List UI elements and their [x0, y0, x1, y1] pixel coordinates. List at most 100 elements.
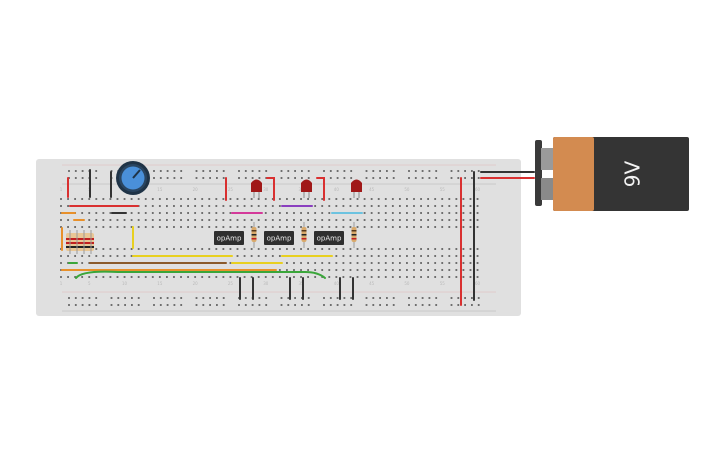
breadboard-hole[interactable]: [264, 219, 267, 221]
breadboard-hole[interactable]: [349, 248, 352, 250]
breadboard-hole[interactable]: [74, 297, 77, 299]
breadboard-hole[interactable]: [264, 226, 267, 228]
breadboard-hole[interactable]: [95, 276, 98, 278]
breadboard-hole[interactable]: [116, 226, 119, 228]
breadboard-hole[interactable]: [477, 177, 480, 179]
breadboard-hole[interactable]: [194, 212, 197, 214]
breadboard-hole[interactable]: [166, 276, 168, 278]
breadboard-hole[interactable]: [342, 205, 345, 207]
breadboard-hole[interactable]: [469, 212, 472, 214]
breadboard-hole[interactable]: [95, 304, 98, 306]
breadboard-hole[interactable]: [180, 205, 182, 207]
breadboard-hole[interactable]: [356, 262, 359, 264]
breadboard-hole[interactable]: [95, 170, 98, 172]
breadboard-hole[interactable]: [462, 248, 465, 250]
breadboard-hole[interactable]: [293, 226, 295, 228]
breadboard-hole[interactable]: [250, 248, 253, 250]
breadboard-hole[interactable]: [173, 205, 175, 207]
breadboard-hole[interactable]: [131, 297, 133, 299]
breadboard-hole[interactable]: [236, 248, 239, 250]
breadboard-hole[interactable]: [293, 212, 295, 214]
breadboard-hole[interactable]: [413, 198, 415, 200]
breadboard-hole[interactable]: [81, 255, 84, 257]
breadboard-hole[interactable]: [428, 297, 431, 299]
breadboard-hole[interactable]: [151, 205, 154, 207]
breadboard-hole[interactable]: [144, 226, 147, 228]
breadboard-hole[interactable]: [434, 212, 437, 214]
breadboard-hole[interactable]: [173, 226, 175, 228]
breadboard-hole[interactable]: [391, 255, 394, 257]
breadboard-hole[interactable]: [130, 198, 133, 200]
breadboard-hole[interactable]: [81, 226, 84, 228]
breadboard-hole[interactable]: [95, 219, 98, 221]
breadboard-hole[interactable]: [356, 269, 359, 271]
breadboard-hole[interactable]: [201, 248, 204, 250]
breadboard-hole[interactable]: [314, 262, 317, 264]
breadboard-hole[interactable]: [455, 255, 458, 257]
breadboard-hole[interactable]: [356, 255, 359, 257]
breadboard-hole[interactable]: [428, 170, 431, 172]
breadboard-hole[interactable]: [476, 276, 479, 278]
breadboard-hole[interactable]: [151, 226, 154, 228]
breadboard-hole[interactable]: [117, 297, 120, 299]
breadboard-hole[interactable]: [137, 297, 140, 299]
breadboard-hole[interactable]: [81, 198, 84, 200]
breadboard-hole[interactable]: [377, 262, 380, 264]
breadboard-hole[interactable]: [215, 198, 218, 200]
breadboard-hole[interactable]: [278, 198, 281, 200]
breadboard-hole[interactable]: [414, 297, 417, 299]
breadboard-hole[interactable]: [377, 248, 380, 250]
breadboard-hole[interactable]: [335, 269, 338, 271]
breadboard-hole[interactable]: [476, 269, 479, 271]
breadboard-hole[interactable]: [377, 212, 380, 214]
breadboard-hole[interactable]: [413, 248, 415, 250]
breadboard-hole[interactable]: [450, 304, 453, 306]
breadboard-hole[interactable]: [300, 219, 302, 221]
breadboard-hole[interactable]: [116, 219, 119, 221]
breadboard-hole[interactable]: [343, 177, 346, 179]
breadboard-hole[interactable]: [102, 248, 105, 250]
breadboard-hole[interactable]: [287, 170, 290, 172]
breadboard-hole[interactable]: [391, 198, 394, 200]
breadboard-hole[interactable]: [229, 212, 232, 214]
breadboard-hole[interactable]: [476, 255, 479, 257]
breadboard-hole[interactable]: [434, 226, 437, 228]
breadboard-hole[interactable]: [257, 255, 260, 257]
breadboard-hole[interactable]: [60, 205, 62, 207]
breadboard-hole[interactable]: [398, 248, 401, 250]
breadboard-hole[interactable]: [314, 248, 317, 250]
breadboard-hole[interactable]: [110, 304, 113, 306]
breadboard-hole[interactable]: [398, 219, 401, 221]
breadboard-hole[interactable]: [88, 212, 91, 214]
breadboard-hole[interactable]: [434, 219, 437, 221]
breadboard-hole[interactable]: [116, 255, 119, 257]
breadboard-hole[interactable]: [293, 219, 295, 221]
breadboard-hole[interactable]: [194, 248, 197, 250]
breadboard-hole[interactable]: [455, 198, 458, 200]
breadboard-hole[interactable]: [342, 248, 345, 250]
breadboard-hole[interactable]: [323, 297, 325, 299]
breadboard-hole[interactable]: [476, 198, 479, 200]
breadboard-hole[interactable]: [166, 212, 168, 214]
breadboard-hole[interactable]: [307, 248, 309, 250]
breadboard-hole[interactable]: [476, 205, 479, 207]
breadboard-hole[interactable]: [335, 262, 338, 264]
breadboard-hole[interactable]: [421, 170, 424, 172]
breadboard-hole[interactable]: [251, 170, 254, 172]
breadboard-hole[interactable]: [109, 255, 112, 257]
breadboard-hole[interactable]: [392, 297, 395, 299]
breadboard-hole[interactable]: [307, 198, 309, 200]
breadboard-hole[interactable]: [301, 297, 303, 299]
breadboard-hole[interactable]: [457, 170, 460, 172]
breadboard-hole[interactable]: [271, 219, 274, 221]
breadboard-hole[interactable]: [202, 297, 205, 299]
breadboard-hole[interactable]: [427, 226, 430, 228]
breadboard-hole[interactable]: [420, 269, 422, 271]
breadboard-hole[interactable]: [455, 226, 458, 228]
led-2[interactable]: [301, 179, 312, 199]
breadboard-hole[interactable]: [95, 248, 98, 250]
breadboard-hole[interactable]: [264, 198, 267, 200]
breadboard-hole[interactable]: [74, 255, 77, 257]
breadboard-hole[interactable]: [202, 304, 205, 306]
led-1[interactable]: [251, 179, 262, 199]
